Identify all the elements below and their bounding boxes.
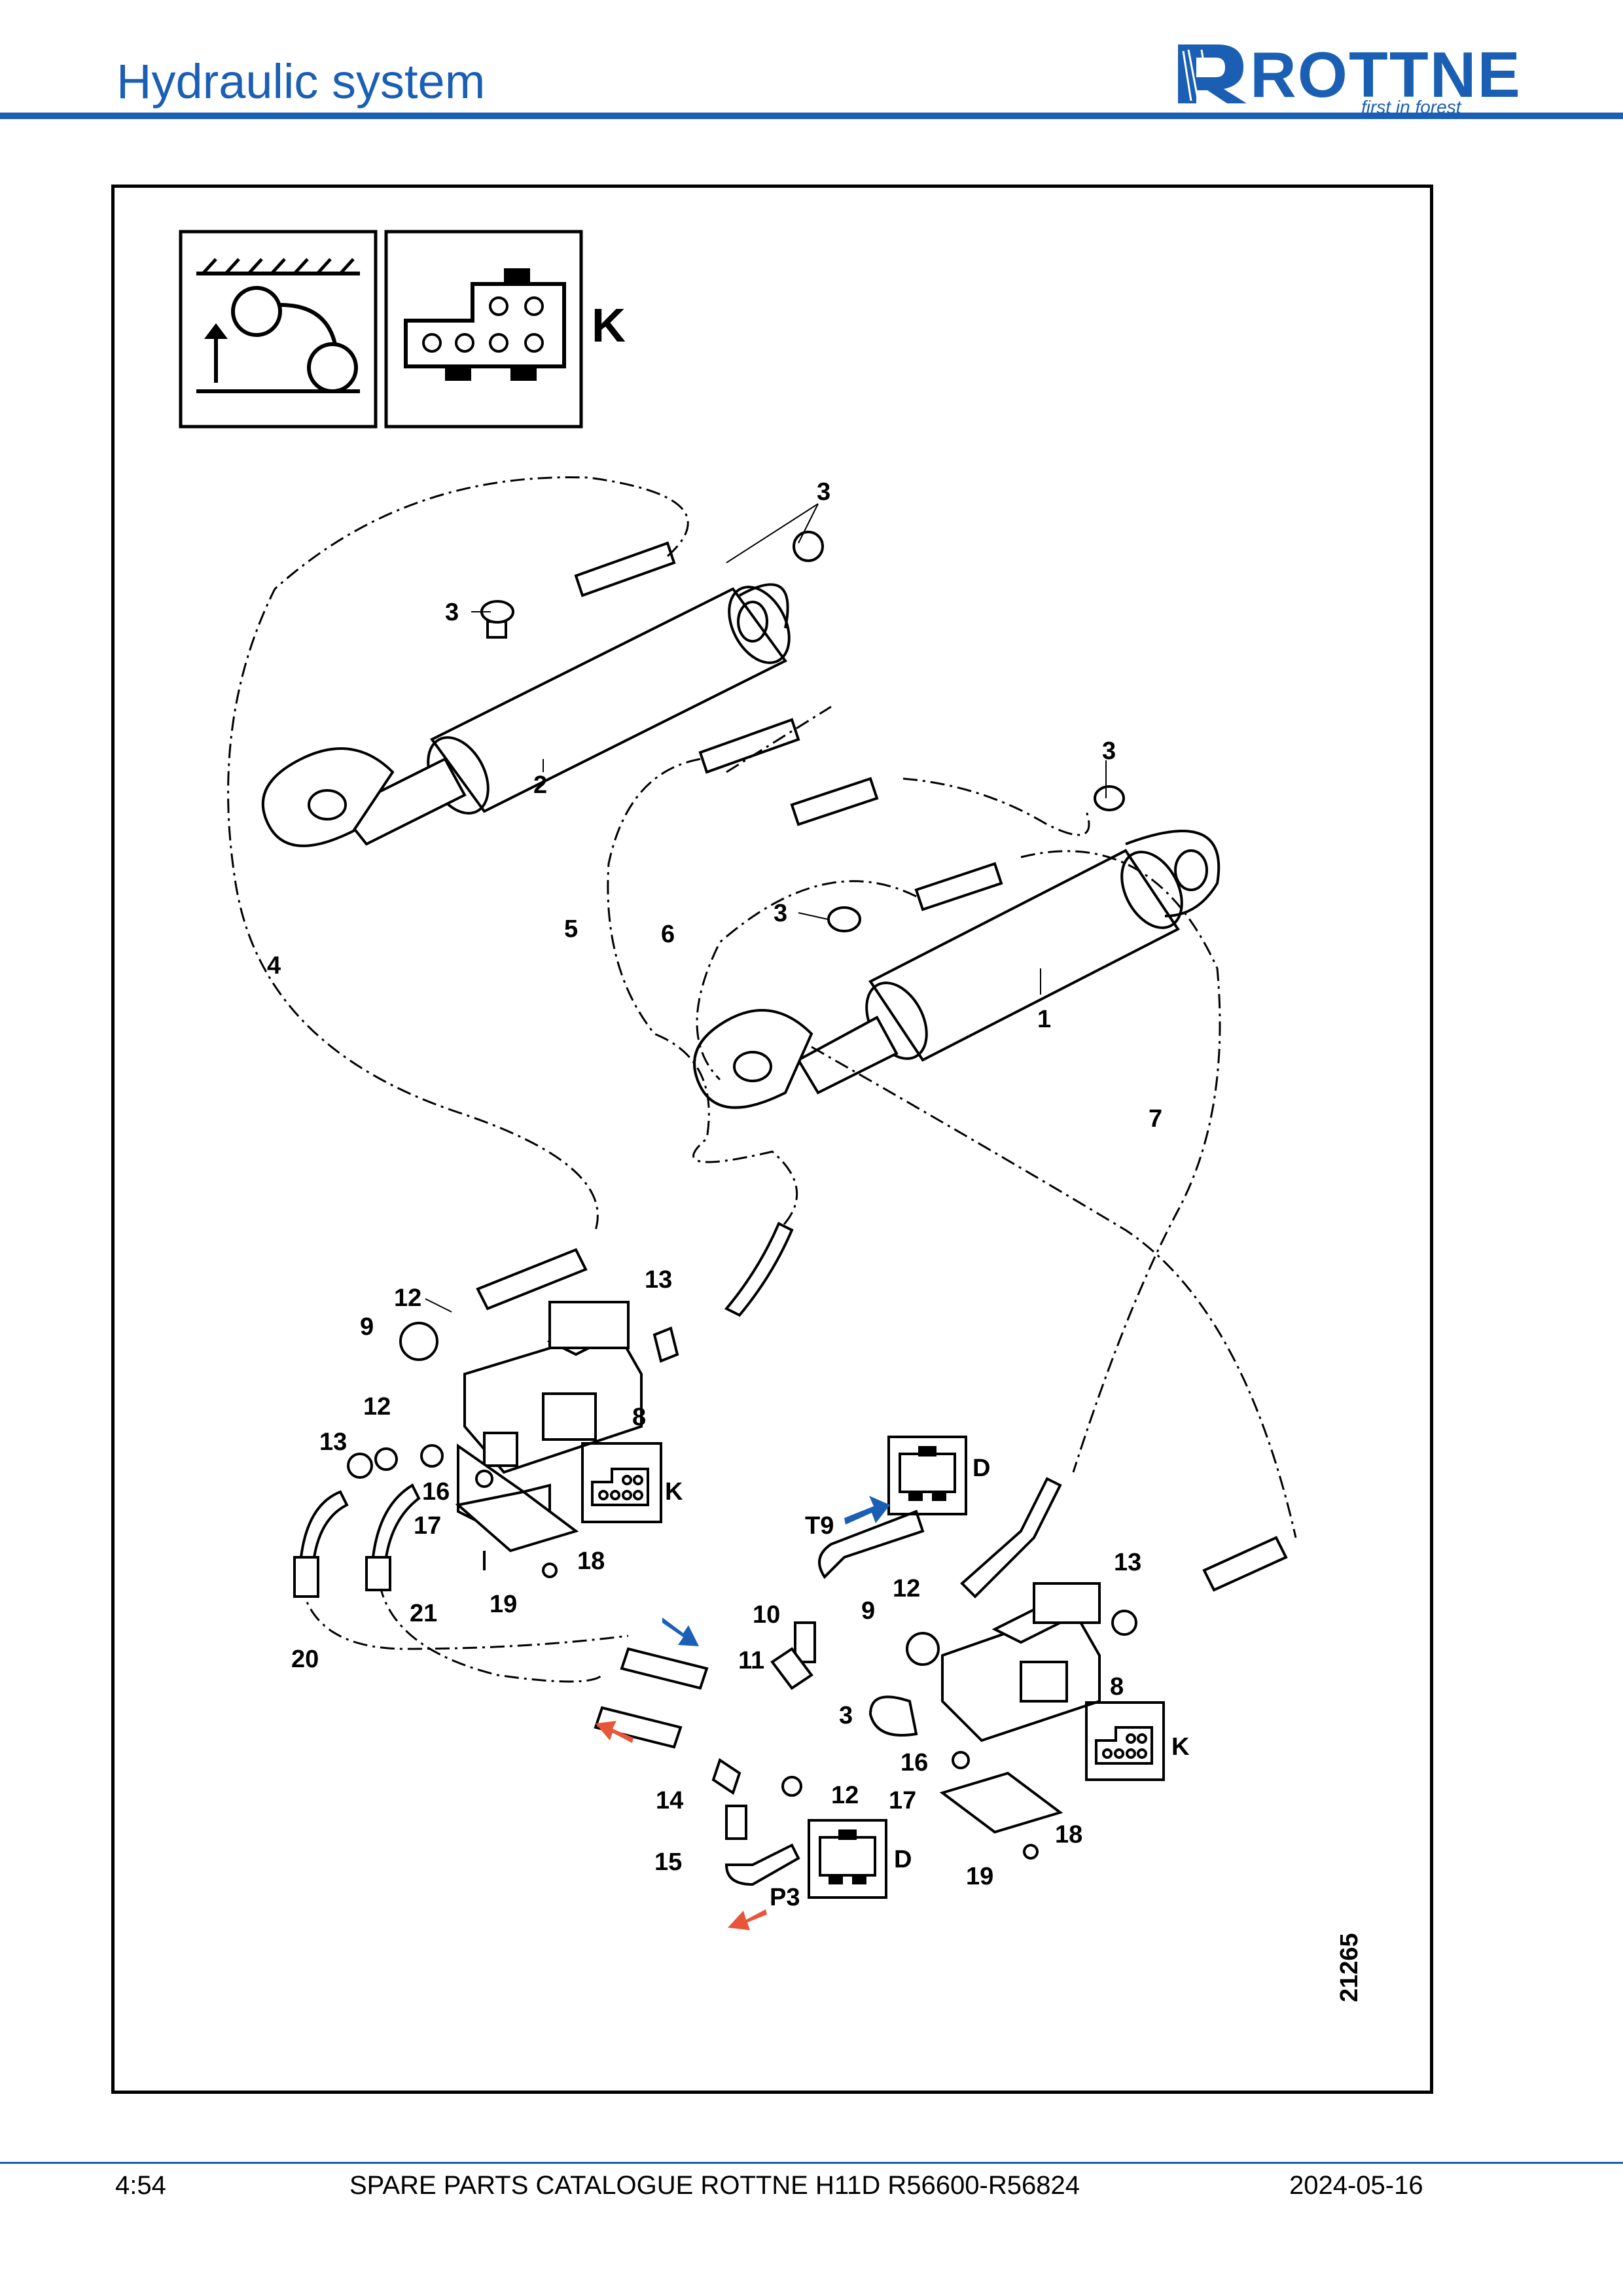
hose-routes xyxy=(227,476,1297,1683)
callout-10: 10 xyxy=(753,1601,780,1629)
connector-d-lower xyxy=(808,1819,887,1899)
header-divider xyxy=(0,113,1623,119)
boom-lift-arrow-icon xyxy=(179,230,378,429)
callout-2: 2 xyxy=(533,771,547,799)
port-p3-label: P3 xyxy=(770,1884,800,1911)
callout-1: 1 xyxy=(1037,1006,1051,1033)
mounting-plate-upper xyxy=(455,1470,579,1578)
page-title: Hydraulic system xyxy=(116,54,486,109)
catalogue-title: SPARE PARTS CATALOGUE ROTTNE H11D R56600… xyxy=(349,2171,1080,2200)
callout-21: 21 xyxy=(410,1600,437,1627)
callout-3-top: 3 xyxy=(817,478,830,506)
callout-16-upper: 16 xyxy=(422,1478,450,1506)
callout-18-upper: 18 xyxy=(577,1547,605,1575)
callout-13-lower: 13 xyxy=(1114,1549,1141,1576)
callout-3-lower: 3 xyxy=(839,1702,853,1729)
callout-3-left: 3 xyxy=(445,599,459,626)
connector-block-icon xyxy=(384,230,583,429)
callout-16-lower: 16 xyxy=(901,1749,928,1776)
brand-wordmark: ROTTNE xyxy=(1250,39,1522,111)
rottne-r-icon xyxy=(1178,44,1247,103)
hose-fittings-valve-upper xyxy=(293,1222,794,1598)
flow-arrow-p3-icon xyxy=(728,1909,767,1930)
callout-3-mid: 3 xyxy=(774,900,787,927)
callout-9-upper: 9 xyxy=(360,1313,374,1341)
callout-13-left: 13 xyxy=(319,1428,347,1456)
callout-11: 11 xyxy=(738,1647,764,1674)
connector-k-upper-label: K xyxy=(665,1478,683,1506)
callout-6: 6 xyxy=(661,921,675,948)
diagram-frame xyxy=(111,185,1433,2094)
callout-8-upper: 8 xyxy=(632,1404,646,1431)
callout-12-lower-b: 12 xyxy=(831,1782,859,1809)
footer-divider xyxy=(0,2162,1623,2164)
callout-15: 15 xyxy=(654,1848,682,1876)
mounting-plate-lower xyxy=(939,1751,1063,1860)
hydraulic-cylinder-lower xyxy=(693,785,1221,1109)
flow-arrow-inlet-icon xyxy=(662,1617,699,1646)
figure-number: 21265 xyxy=(1336,1933,1363,2002)
connector-d-upper xyxy=(887,1436,967,1515)
callout-12-lower: 12 xyxy=(893,1575,920,1602)
callout-leaders xyxy=(425,503,1107,1313)
valve-block-lower xyxy=(868,1582,1101,1742)
legend-k-label: K xyxy=(592,300,626,352)
hose-fittings-valve-lower xyxy=(594,1477,1288,1886)
port-t9-label: T9 xyxy=(805,1512,834,1540)
connector-k-lower xyxy=(1085,1701,1165,1781)
connector-d-upper-label: D xyxy=(972,1455,990,1482)
callout-14: 14 xyxy=(656,1787,683,1814)
callout-12-upper-b: 12 xyxy=(363,1393,391,1421)
callout-8-lower: 8 xyxy=(1110,1673,1124,1701)
callout-9-lower: 9 xyxy=(861,1597,875,1625)
callout-13-upper: 13 xyxy=(645,1266,672,1294)
callout-12-upper: 12 xyxy=(394,1284,421,1312)
flow-arrow-return-icon xyxy=(596,1721,633,1743)
callout-17-lower: 17 xyxy=(889,1787,916,1814)
connector-d-lower-label: D xyxy=(894,1846,912,1873)
callout-7: 7 xyxy=(1149,1105,1162,1133)
callout-5: 5 xyxy=(564,915,578,943)
hydraulic-cylinder-upper xyxy=(261,583,791,847)
publication-date: 2024-05-16 xyxy=(1289,2171,1423,2200)
brand-logo: ROTTNE first in forest xyxy=(1171,38,1520,117)
callout-20: 20 xyxy=(291,1646,319,1673)
flow-arrow-t9-icon xyxy=(844,1496,890,1525)
callout-17-upper: 17 xyxy=(414,1512,441,1540)
page-number: 4:54 xyxy=(115,2171,166,2200)
callout-19-upper: 19 xyxy=(490,1591,517,1618)
connector-k-lower-label: K xyxy=(1171,1733,1190,1761)
callout-19-lower: 19 xyxy=(966,1863,993,1890)
callout-3-right: 3 xyxy=(1102,737,1116,765)
hose-fittings-upper xyxy=(574,531,1003,911)
connector-k-upper xyxy=(581,1442,662,1523)
callout-18-lower: 18 xyxy=(1055,1821,1082,1848)
callout-4: 4 xyxy=(267,952,281,980)
